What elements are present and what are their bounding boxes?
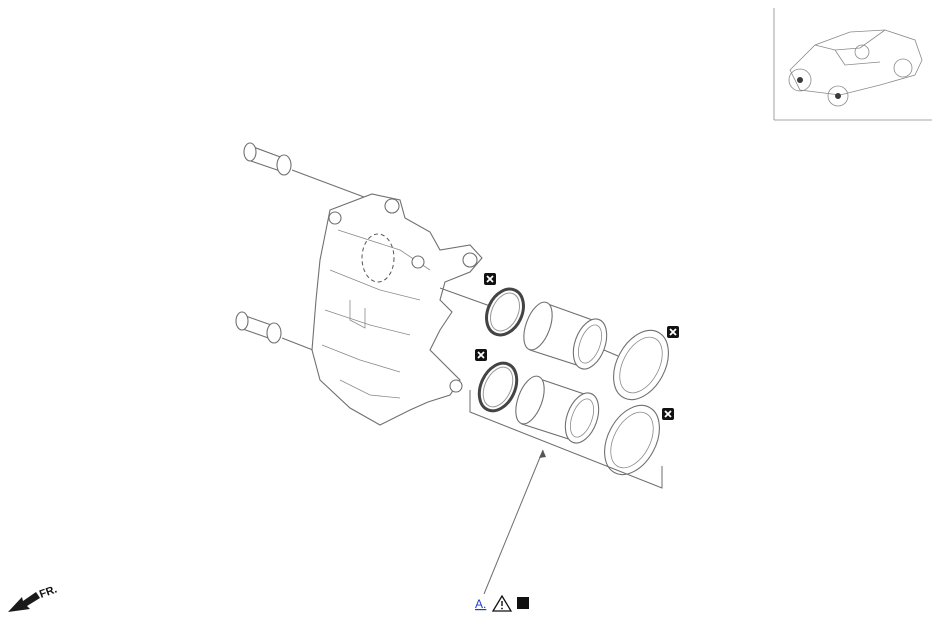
piston-seal-upper [485, 287, 525, 337]
replace-part-icon [662, 408, 674, 420]
replace-part-icon [667, 326, 679, 338]
front-direction-label: FR. [38, 583, 59, 600]
reference-link-a[interactable]: A. [475, 597, 486, 611]
dust-boot-lower [604, 404, 660, 476]
front-direction-arrow-icon: FR. [8, 583, 59, 612]
square-bullet-icon [517, 597, 529, 609]
dust-boot-upper [613, 329, 669, 401]
kit-bracket [469, 390, 663, 489]
piston-upper [523, 301, 619, 370]
caliper-body [311, 193, 491, 426]
locator-car-icon [773, 8, 932, 121]
leader-arrowhead [539, 450, 546, 458]
warning-icon [491, 594, 513, 612]
leader-line [483, 449, 544, 595]
piston-lower [515, 375, 600, 444]
guide-pin-upper [243, 142, 373, 201]
replace-part-icon [475, 349, 487, 361]
piston-seal-lower [477, 361, 519, 413]
replace-part-icon [484, 273, 496, 285]
guide-pin-lower [235, 311, 319, 353]
